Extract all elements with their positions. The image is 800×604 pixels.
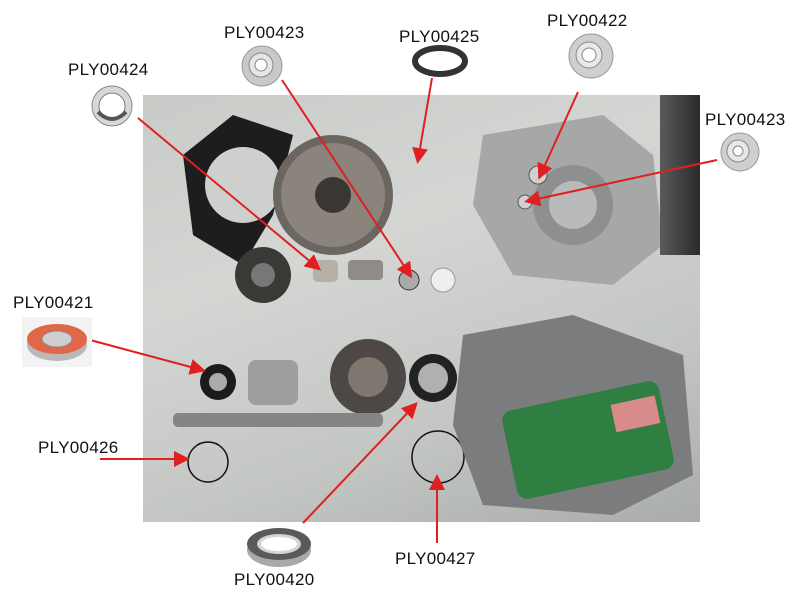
pinion-shaft <box>348 260 383 280</box>
needle-bearing-installed <box>313 260 338 282</box>
callout-label-ply00426: PLY00426 <box>38 438 119 457</box>
callout-label-ply00427: PLY00427 <box>395 549 476 568</box>
washer <box>430 267 456 293</box>
callout-label-ply00420: PLY00420 <box>234 570 315 589</box>
needle-bearing-thumbnail <box>91 85 133 127</box>
photo-background-shadow <box>660 95 700 255</box>
ball-bearing-thumbnail-ply00423b <box>720 132 760 172</box>
callout-label-ply00425: PLY00425 <box>399 27 480 46</box>
oil-seal-thumbnail <box>412 45 468 77</box>
motor-components-illustration <box>173 115 693 515</box>
exploded-motor-photo <box>143 95 700 522</box>
callout-label-ply00422: PLY00422 <box>547 11 628 30</box>
sealed-bearing-thumbnail <box>22 317 92 367</box>
callout-label-ply00421: PLY00421 <box>13 293 94 312</box>
o-ring-ply00427-photo <box>411 430 465 484</box>
ball-bearing-thumbnail-ply00423a <box>241 45 283 87</box>
callout-label-ply00423a: PLY00423 <box>224 23 305 42</box>
thin-bearing-thumbnail <box>247 528 311 567</box>
ball-bearing-thumbnail-ply00422 <box>568 33 614 79</box>
small-bearing-installed <box>398 269 420 291</box>
callout-label-ply00424: PLY00424 <box>68 60 149 79</box>
main-shaft <box>173 413 383 427</box>
o-ring-ply00426-photo <box>187 441 229 483</box>
clutch-assembly <box>248 360 298 405</box>
callout-label-ply00423b: PLY00423 <box>705 110 786 129</box>
